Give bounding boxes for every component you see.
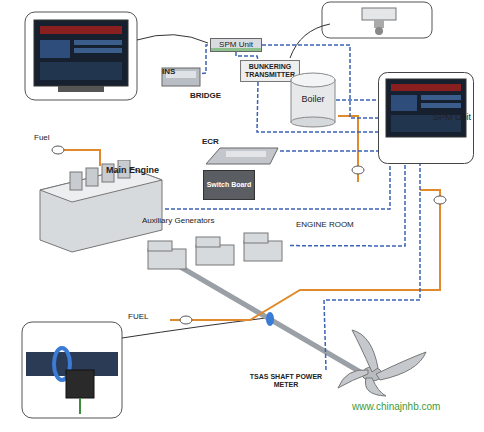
area-label: ENGINE ROOM [296,221,354,230]
illustration-part [421,95,461,100]
signal-cable [280,150,378,152]
illustration-part [291,117,335,127]
illustration-part [148,233,282,269]
illustration-part [352,330,378,372]
signal-cable [236,52,258,60]
node-text: ECR [202,138,219,147]
signal-cable [165,164,390,209]
illustration-part [206,148,278,164]
illustration-part [66,370,94,398]
node-text: Main Engine [106,166,159,176]
illustration-part [338,370,368,388]
spm-unit-box: SPM Unit [210,38,262,52]
illustration-part [148,249,186,269]
leader-line [137,35,208,43]
illustration-part [86,168,98,186]
node-text: Switch Board [207,181,252,189]
illustration-part [25,12,137,100]
ecr-console: ECR [200,136,280,166]
illustration-part [40,26,122,34]
switch-board: Switch Board [203,170,255,200]
signal-cable [324,164,420,370]
illustration-part [391,84,461,91]
illustration-part [376,352,426,380]
node-text: SPM Unit [219,41,253,50]
illustration-part [22,322,122,418]
illustration-part [211,39,262,52]
auxiliary-generators-shape [140,215,290,283]
illustration-part [196,245,234,265]
auxiliary-generators: Auxiliary Generators [140,215,290,283]
node-text: BUNKERING TRANSMITTER [242,63,298,78]
ins-console: INS [160,56,202,88]
illustration-part [40,40,70,58]
main-engine: Main Engine [30,160,165,258]
illustration-part [421,103,461,108]
illustration-part [58,86,104,92]
signal-cable [336,99,378,101]
illustration-part [34,20,128,86]
signal-cable [290,164,405,246]
node-text: SPM Unit [433,113,471,123]
node-text: Boiler [301,95,324,105]
illustration-part [196,237,220,247]
illustration-part [180,316,192,324]
illustration-part [74,48,122,53]
signal-cable [202,45,210,74]
illustration-part [266,312,274,326]
illustration-part [362,8,396,20]
leader-line [290,24,330,58]
node-text: TSAS SHAFT POWER METER [238,373,334,388]
illustration-part [241,61,300,82]
illustration-part [375,27,383,35]
illustration-part [40,62,122,80]
boiler-cylinder: Boiler [290,72,336,128]
node-text: INS [162,68,175,77]
illustration-part [40,168,162,252]
illustration-part [322,2,432,38]
fuel-label: FUEL [128,313,148,322]
fuel-label: Fuel [34,134,50,143]
illustration-part [226,151,266,157]
transmitter-callout [322,2,432,38]
node-text: Auxiliary Generators [142,217,214,226]
illustration-part [52,146,64,154]
illustration-part [79,398,81,414]
illustration-part [74,40,122,45]
shaft-power-meter: TSAS SHAFT POWER METER [236,370,336,392]
illustration-part [291,73,335,87]
illustration-part [434,196,446,204]
illustration-part [244,241,282,261]
illustration-part [365,378,386,396]
spm-screen-callout: SPM Unit [378,72,474,164]
illustration-part [70,172,82,190]
illustration-part [374,20,384,28]
illustration-part [148,241,172,251]
illustration-part [244,233,268,243]
illustration-part [352,166,364,174]
illustration-part [379,73,474,164]
propeller-shaft [160,255,426,396]
illustration-part [386,79,466,137]
area-label: BRIDGE [190,92,221,101]
bridge-screen-callout [25,12,137,100]
illustration-part [162,68,200,86]
shaft-sensor-callout [22,322,122,418]
watermark: www.chinajnhb.com [352,401,440,412]
illustration-part [391,95,417,111]
illustration-part [204,171,255,200]
